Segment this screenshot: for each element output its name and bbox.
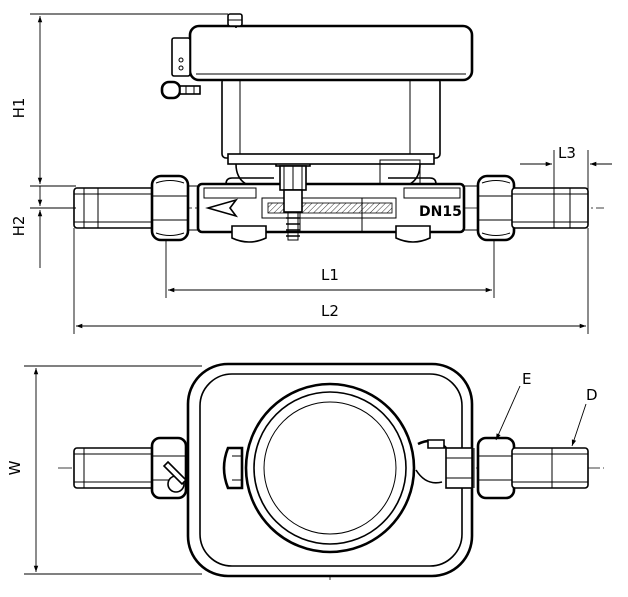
dimension-h1: H1: [10, 13, 228, 187]
dimension-h2: H2: [10, 186, 76, 268]
top-right-latch: [415, 439, 473, 489]
seal-key: [160, 37, 201, 100]
nominal-size-label: DN15: [419, 204, 462, 220]
top-left-tail: [73, 447, 155, 489]
label-d: D: [586, 386, 598, 404]
meter-body: DN15: [196, 177, 466, 243]
left-union-nut: [150, 174, 199, 242]
label-h2: H2: [10, 216, 28, 237]
dimension-l1: L1: [165, 240, 495, 298]
top-seal-lever: [162, 460, 188, 493]
callout-e: E: [495, 370, 531, 441]
label-h1: H1: [10, 98, 28, 119]
right-tail-piece: [511, 187, 589, 229]
register-housing: [221, 77, 441, 185]
top-right-nut: [473, 436, 516, 500]
label-e: E: [522, 370, 531, 388]
dimension-l2: L2: [73, 228, 589, 334]
label-l3: L3: [558, 144, 576, 162]
dimension-w: W: [6, 365, 202, 575]
register-lid: [188, 13, 474, 82]
right-union-nut: [463, 174, 516, 242]
top-lid-circle: [244, 382, 416, 554]
top-right-tail: [511, 447, 589, 489]
left-tail-piece: [73, 187, 155, 229]
top-view: W E D: [6, 362, 604, 580]
label-l2: L2: [321, 302, 339, 320]
flow-direction-arrow: [205, 198, 239, 218]
label-w: W: [6, 460, 24, 475]
callout-d: D: [571, 386, 598, 447]
label-l1: L1: [321, 266, 339, 284]
front-view: DN15: [10, 13, 612, 334]
top-left-hinge: [222, 446, 244, 490]
dimension-l3: L3: [520, 144, 612, 190]
